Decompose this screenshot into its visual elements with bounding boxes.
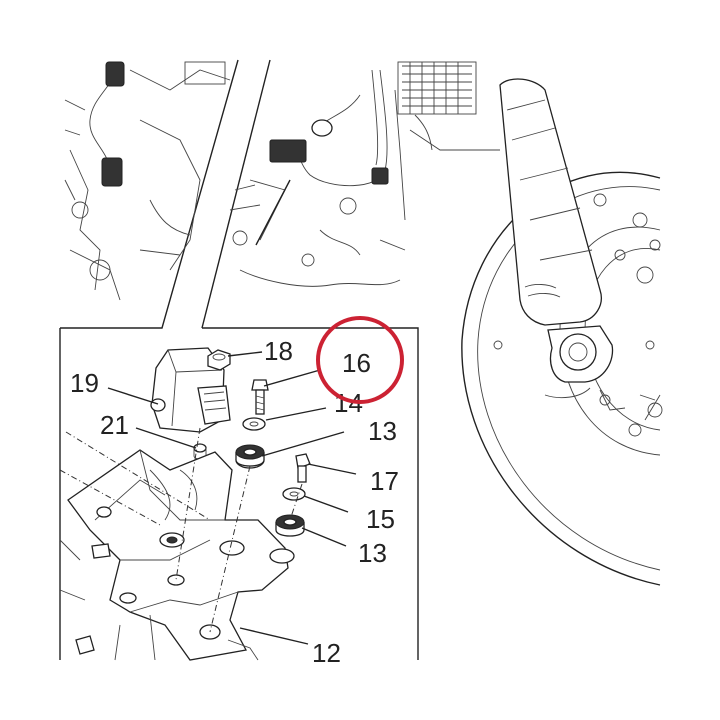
callout-13-upper: 13 — [368, 416, 397, 446]
highlight-circle — [316, 316, 404, 404]
callout-15: 15 — [366, 504, 395, 534]
part-17-bolt — [295, 453, 311, 483]
callout-labels: 18 19 16 14 21 13 17 15 13 12 — [70, 336, 399, 668]
part-12-bracket — [59, 449, 295, 661]
callout-18: 18 — [264, 336, 293, 366]
part-13-grommet-lower — [275, 514, 305, 537]
callout-19: 19 — [70, 368, 99, 398]
callout-leaders — [107, 351, 357, 645]
inset-wiring-center — [229, 61, 500, 287]
panel-borders — [59, 59, 419, 660]
callout-13-lower: 13 — [358, 538, 387, 568]
radiator-grille — [397, 61, 477, 115]
callout-12: 12 — [312, 638, 341, 668]
exploded-parts — [59, 347, 311, 661]
callout-16: 16 — [342, 348, 371, 378]
assembly-axes — [59, 427, 303, 633]
part-15-washer — [282, 487, 306, 501]
part-16-bolt — [251, 379, 269, 415]
part-18-nut — [207, 349, 231, 371]
part-14-washer — [242, 417, 266, 431]
front-wheel-assembly — [461, 78, 663, 586]
part-13-grommet-upper — [235, 444, 265, 469]
inset-wiring-left — [64, 61, 231, 301]
callout-17: 17 — [370, 466, 399, 496]
callout-21: 21 — [100, 410, 129, 440]
